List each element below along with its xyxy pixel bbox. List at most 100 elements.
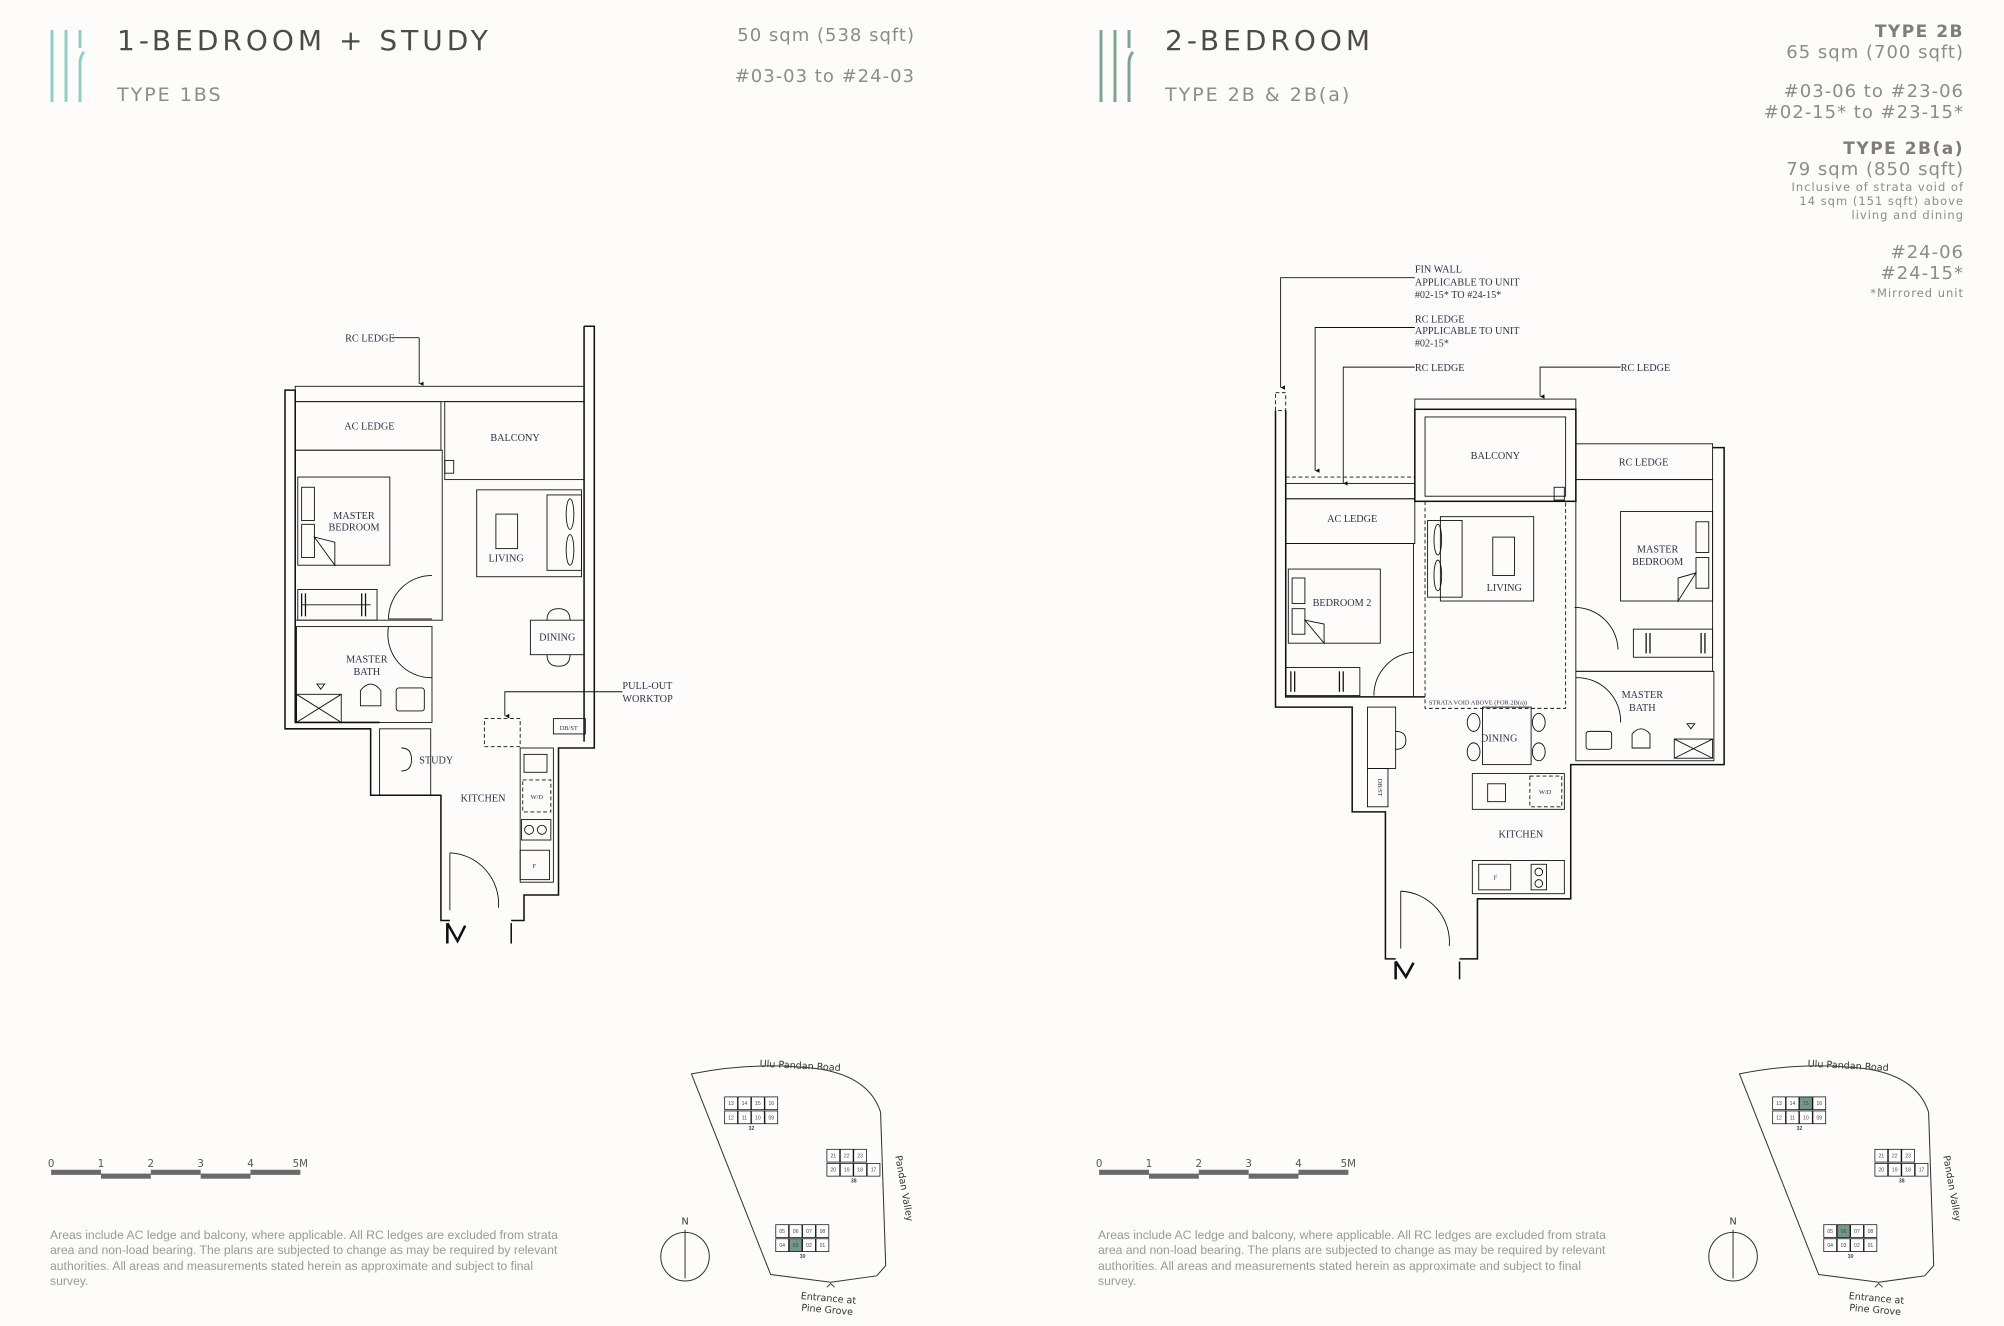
label-kitchen: KITCHEN (461, 794, 506, 805)
unit-number: 10 (755, 1115, 761, 1121)
unit-number: 15 (1803, 1101, 1809, 1107)
type-2ba-heading: TYPE 2B(a) (1843, 139, 1964, 159)
block-number: 38 (851, 1179, 857, 1185)
unit-number: 06 (1841, 1229, 1847, 1235)
unit-number: 07 (1854, 1229, 1860, 1235)
label-rc-ledge: RC LEDGE (1619, 458, 1669, 469)
label-master-bedroom: MASTER (333, 511, 375, 522)
label-balcony: BALCONY (1471, 451, 1521, 462)
type-2ba-area: 79 sqm (850 sqft) (1786, 159, 1964, 180)
unit-number: 09 (1816, 1115, 1822, 1121)
entrance-label: Entrance at (1848, 1291, 1905, 1307)
type-2ba-note: living and dining (1851, 208, 1964, 222)
scale-segment (1198, 1169, 1249, 1175)
unit-box (775, 1224, 789, 1238)
site-boundary (690, 1065, 887, 1283)
unit-number: 22 (1892, 1154, 1898, 1160)
unit-box (802, 1238, 816, 1252)
block-number: 30 (800, 1254, 806, 1260)
label-fin-wall: APPLICABLE TO UNIT (1415, 277, 1520, 288)
site-boundary (1738, 1065, 1935, 1283)
unit-box (1799, 1110, 1813, 1125)
scale-segment (1248, 1173, 1299, 1179)
unit-box (764, 1096, 779, 1111)
unit-number: 02 (1854, 1243, 1860, 1249)
label-dbst: DB/ST (1376, 779, 1383, 797)
unit-number: 15 (755, 1101, 761, 1107)
unit-number: 23 (1905, 1154, 1911, 1160)
highlighted-unit (788, 1238, 803, 1252)
unit-number: 16 (768, 1101, 774, 1107)
unit-box (1914, 1162, 1929, 1177)
unit-number: 07 (806, 1229, 812, 1235)
label-living: LIVING (1487, 583, 1523, 594)
type-2b-units: #02-15* to #23-15* (1763, 102, 1964, 123)
unit-box (1772, 1110, 1786, 1125)
disclaimer: Areas include AC ledge and balcony, wher… (1098, 1228, 1606, 1288)
unit-box (1874, 1148, 1889, 1163)
road-label: Ulu Pandan Road (1807, 1059, 1889, 1074)
label-master-bath: BATH (353, 667, 380, 678)
scale-tick-label: 5M (293, 1159, 308, 1170)
label-strata-void: STRATA VOID ABOVE (FOR 2B(a)) (1429, 700, 1527, 707)
scale-segment (1099, 1169, 1149, 1175)
unit-number: 05 (1827, 1229, 1833, 1235)
scale-tick-label: 4 (1295, 1159, 1302, 1170)
block-number: 30 (1848, 1254, 1854, 1260)
label-rc-ledge: RC LEDGE (1621, 363, 1671, 374)
unit-box (839, 1148, 854, 1163)
unit-box (826, 1162, 841, 1177)
unit-number: 13 (1776, 1101, 1782, 1107)
highlighted-unit (1836, 1224, 1851, 1238)
floor-plan-1bs: RC LEDGE AC LEDGE BALCONY MASTER BEDROOM… (284, 325, 673, 944)
plan-title: 1-BEDROOM + STUDY (117, 24, 492, 57)
label-balcony: BALCONY (490, 433, 540, 444)
unit-number: 01 (820, 1243, 826, 1249)
entrance-marker-icon (1874, 1282, 1883, 1288)
unit-box (1850, 1238, 1864, 1252)
block-number: 32 (749, 1126, 755, 1132)
unit-box (775, 1238, 789, 1252)
unit-box (737, 1096, 752, 1111)
label-master-bedroom: BEDROOM (328, 523, 379, 534)
scale-segment (200, 1173, 251, 1179)
type-2ba-note: 14 sqm (151 sqft) above (1799, 194, 1964, 208)
label-wd: W/D (1539, 789, 1552, 796)
unit-box (839, 1162, 854, 1177)
plan-type: TYPE 1BS (117, 84, 223, 106)
unit-info-column: TYPE 2B 65 sqm (700 sqft) #03-06 to #23-… (1764, 22, 1964, 300)
unit-number: 22 (844, 1154, 850, 1160)
label-master-bath: BATH (1629, 703, 1656, 714)
scale-tick-label: 2 (148, 1159, 155, 1170)
type-2b-area: 65 sqm (700 sqft) (1786, 42, 1964, 63)
label-master-bedroom: MASTER (1637, 544, 1679, 555)
unit-number: 20 (830, 1168, 836, 1174)
unit-box (1901, 1162, 1915, 1177)
unit-box (1812, 1110, 1827, 1125)
unit-number: 23 (857, 1154, 863, 1160)
label-living: LIVING (489, 553, 525, 564)
label-ac-ledge: AC LEDGE (1327, 514, 1377, 525)
unit-box (1863, 1224, 1878, 1238)
north-compass-icon: N (1708, 1217, 1758, 1282)
plan-title: 2-BEDROOM (1165, 24, 1375, 57)
unit-box (1850, 1224, 1864, 1238)
type-2ba-note: Inclusive of strata void of (1791, 180, 1964, 194)
unit-box (1901, 1148, 1915, 1163)
unit-number: 04 (1827, 1243, 1833, 1249)
label-dining: DINING (1481, 734, 1518, 745)
disclaimer: Areas include AC ledge and balcony, wher… (50, 1228, 558, 1288)
floor-plan-2b: FIN WALL APPLICABLE TO UNIT #02-15* TO #… (1274, 265, 1725, 980)
unit-number: 11 (742, 1115, 747, 1121)
scale-segment (250, 1169, 301, 1175)
scale-segment (1148, 1173, 1199, 1179)
unit-number: 19 (1892, 1168, 1898, 1174)
unit-box (724, 1110, 738, 1125)
unit-number: 12 (1776, 1115, 1782, 1121)
